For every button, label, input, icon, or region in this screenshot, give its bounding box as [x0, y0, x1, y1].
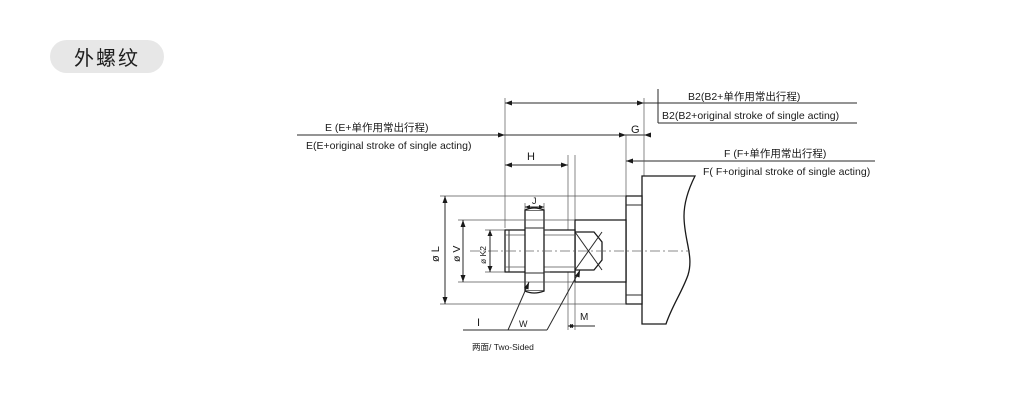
cylinder-body: [625, 175, 697, 325]
b2-label-cn: B2(B2+单作用常出行程): [688, 90, 800, 103]
h-label: H: [527, 151, 535, 163]
e-dimension: E (E+单作用常出行程) E(E+original stroke of sin…: [297, 121, 505, 152]
j-dimension: J: [524, 196, 545, 210]
e-label-cn: E (E+单作用常出行程): [325, 121, 429, 134]
k2-dimension: ø K2: [478, 229, 505, 273]
v-label: ø V: [451, 246, 463, 262]
b2-label-en: B2(B2+original stroke of single acting): [662, 110, 839, 122]
w-leader: W: [505, 269, 581, 331]
f-dimension: F (F+单作用常出行程) F( F+original stroke of si…: [626, 147, 875, 178]
f-label-cn: F (F+单作用常出行程): [724, 147, 826, 160]
k2-label: ø K2: [478, 246, 488, 264]
f-label-en: F( F+original stroke of single acting): [703, 166, 870, 178]
j-label: J: [532, 196, 537, 206]
g-label: G: [631, 124, 640, 136]
i-label: I: [477, 317, 480, 329]
two-sided-note: 两面/ Two-Sided: [472, 342, 534, 352]
g-dimension: G: [505, 124, 651, 138]
section-title: 外螺纹: [50, 40, 164, 73]
hex-nut: [524, 207, 550, 294]
m-dimension: M: [568, 312, 595, 328]
b2-dimension: B2(B2+单作用常出行程) B2(B2+original stroke of …: [505, 89, 857, 124]
i-leader: I: [463, 281, 530, 331]
e-label-en: E(E+original stroke of single acting): [306, 140, 471, 152]
wrench-flat: [574, 231, 603, 271]
l-dimension: ø L: [430, 195, 626, 305]
m-label: M: [580, 312, 588, 323]
w-label: W: [519, 319, 528, 329]
l-label: ø L: [430, 246, 442, 262]
v-dimension: ø V: [451, 219, 575, 283]
h-dimension: H: [505, 151, 568, 168]
